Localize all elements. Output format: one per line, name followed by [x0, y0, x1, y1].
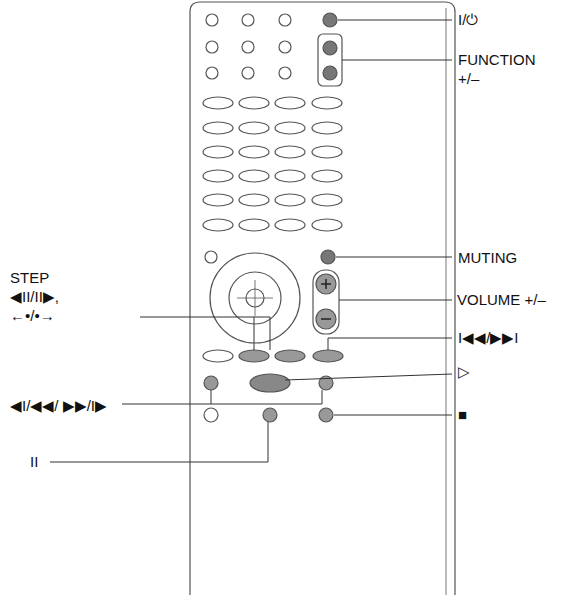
remote-body	[190, 2, 455, 595]
callout-label: I/⏻	[458, 10, 568, 29]
callout-label: ▷	[458, 362, 518, 381]
oval-button	[312, 122, 342, 134]
oval-button	[275, 170, 305, 182]
callout-label: ■	[458, 405, 518, 424]
oval-button	[275, 146, 305, 158]
oval-button	[312, 170, 342, 182]
oval-button	[312, 219, 342, 231]
callout-label: I◀◀/▶▶I	[458, 328, 568, 347]
callout-label: STEP ◀II/II▶, ←•/•→	[10, 268, 85, 325]
oval-button	[275, 219, 305, 231]
callout-label: VOLUME +/–	[457, 290, 572, 309]
oval-button	[239, 170, 269, 182]
oval-button	[203, 122, 233, 134]
oval-button	[239, 219, 269, 231]
oval-button	[203, 146, 233, 158]
oval-button	[312, 97, 342, 109]
oval-button	[203, 219, 233, 231]
leader-lines	[50, 20, 452, 462]
oval-button	[275, 194, 305, 206]
oval-button	[203, 170, 233, 182]
buttons	[203, 13, 343, 422]
oval-button	[203, 97, 233, 109]
oval-button	[275, 97, 305, 109]
callout-label: FUNCTION +/–	[458, 50, 553, 88]
oval-button	[203, 194, 233, 206]
callout-label: II	[30, 452, 70, 471]
oval-button	[312, 194, 342, 206]
callout-label: MUTING	[458, 248, 568, 267]
oval-button	[239, 146, 269, 158]
oval-button	[312, 146, 342, 158]
oval-button	[275, 122, 305, 134]
oval-button	[239, 97, 269, 109]
oval-button	[239, 194, 269, 206]
oval-button	[239, 122, 269, 134]
callout-label: ◀I/◀◀/ ▶▶/I▶	[10, 396, 120, 415]
